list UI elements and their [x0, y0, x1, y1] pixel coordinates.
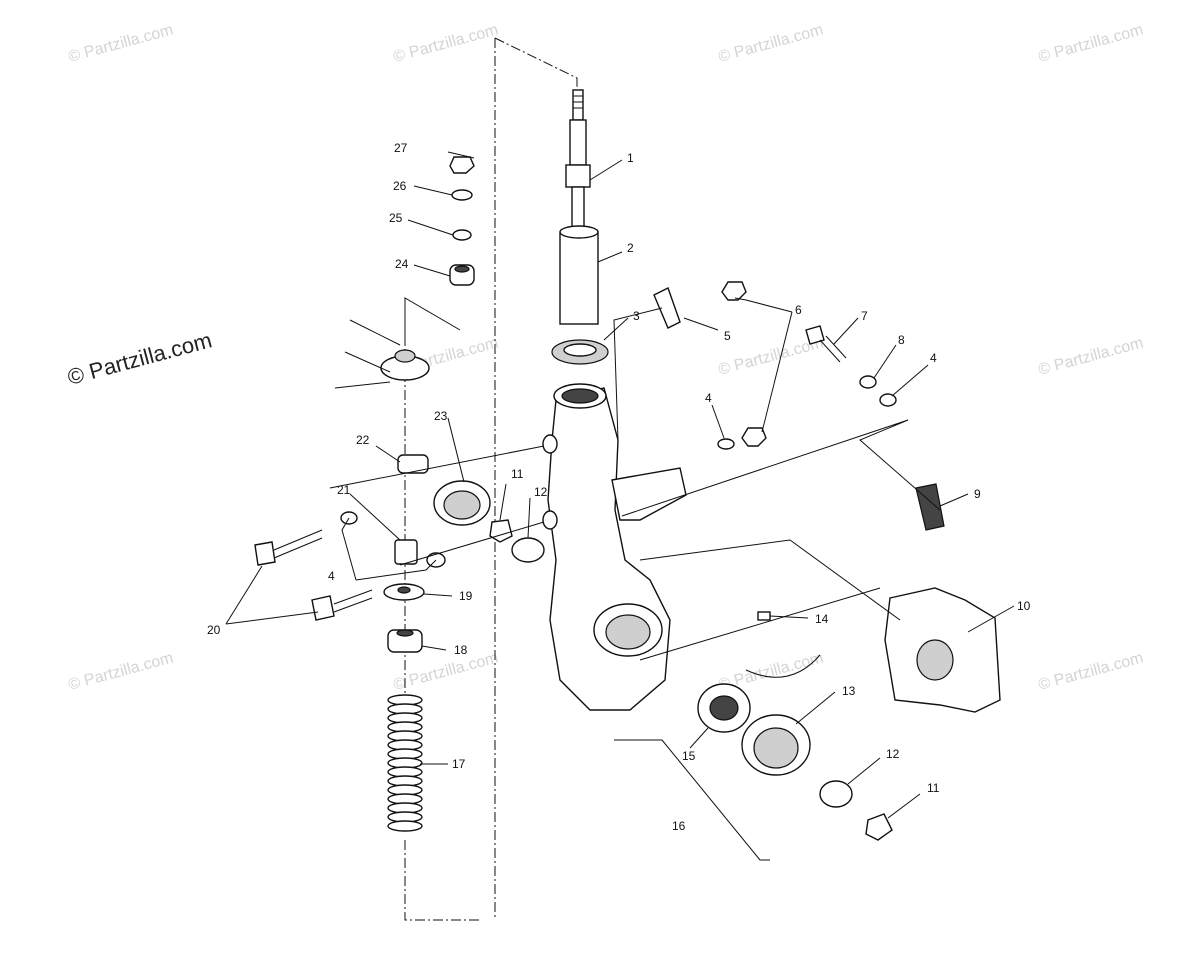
part-thrust-washer-hole [563, 343, 597, 357]
callout-7: 7 [861, 309, 868, 323]
callout-5: 5 [724, 329, 731, 343]
watermark-tile: © Partzilla.com [392, 22, 501, 66]
callout-13: 13 [842, 684, 856, 698]
callout-4-washer-right: 4 [930, 351, 937, 365]
part-tube [559, 225, 599, 325]
part-left-group [254, 454, 545, 653]
callout-19: 19 [459, 589, 473, 603]
part-top-mount [334, 297, 461, 389]
spring-coil [387, 820, 423, 832]
callout-20: 20 [207, 623, 221, 637]
part-spindle-housing [542, 383, 687, 711]
callout-26: 26 [393, 179, 407, 193]
callout-27: 27 [394, 141, 408, 155]
callout-21: 21 [337, 483, 351, 497]
callout-4-washer-left: 4 [328, 569, 335, 583]
callout-12: 12 [886, 747, 900, 761]
callout-10: 10 [1017, 599, 1031, 613]
callout-11: 11 [927, 781, 940, 795]
callout-22: 22 [356, 433, 370, 447]
callout-6: 6 [795, 303, 802, 317]
part-spring [387, 694, 423, 832]
callout-4: 4 [705, 391, 712, 405]
part-right-group [653, 281, 1001, 841]
callout-3: 3 [633, 309, 640, 323]
callout-23: 23 [434, 409, 448, 423]
watermark-tile: © Partzilla.com [1037, 22, 1146, 66]
callout-16: 16 [672, 819, 686, 833]
part-shaft [565, 89, 591, 233]
callout-9: 9 [974, 487, 981, 501]
callout-17: 17 [452, 757, 466, 771]
callout-18: 18 [454, 643, 468, 657]
watermark-tile: © Partzilla.com [67, 650, 176, 694]
callout-15: 15 [682, 749, 696, 763]
callout-8: 8 [898, 333, 905, 347]
watermark-tile: © Partzilla.com [392, 650, 501, 694]
watermark-main: © Partzilla.com [65, 327, 215, 390]
callout-1: 1 [627, 151, 634, 165]
callout-14: 14 [815, 612, 829, 626]
watermark-tile: © Partzilla.com [67, 22, 176, 66]
part-stack [449, 156, 475, 286]
leader-lines [225, 151, 1015, 861]
callouts: 1 2 3 4 5 6 7 8 9 10 11 12 13 14 15 16 1… [207, 141, 1031, 833]
watermark-tile: © Partzilla.com [717, 22, 826, 66]
callout-2: 2 [627, 241, 634, 255]
callout-12-left: 12 [534, 485, 548, 499]
callout-11-left: 11 [511, 467, 524, 481]
callout-24: 24 [395, 257, 409, 271]
watermark-tile: © Partzilla.com [1037, 650, 1146, 694]
callout-25: 25 [389, 211, 403, 225]
watermark-tile: © Partzilla.com [1037, 335, 1146, 379]
